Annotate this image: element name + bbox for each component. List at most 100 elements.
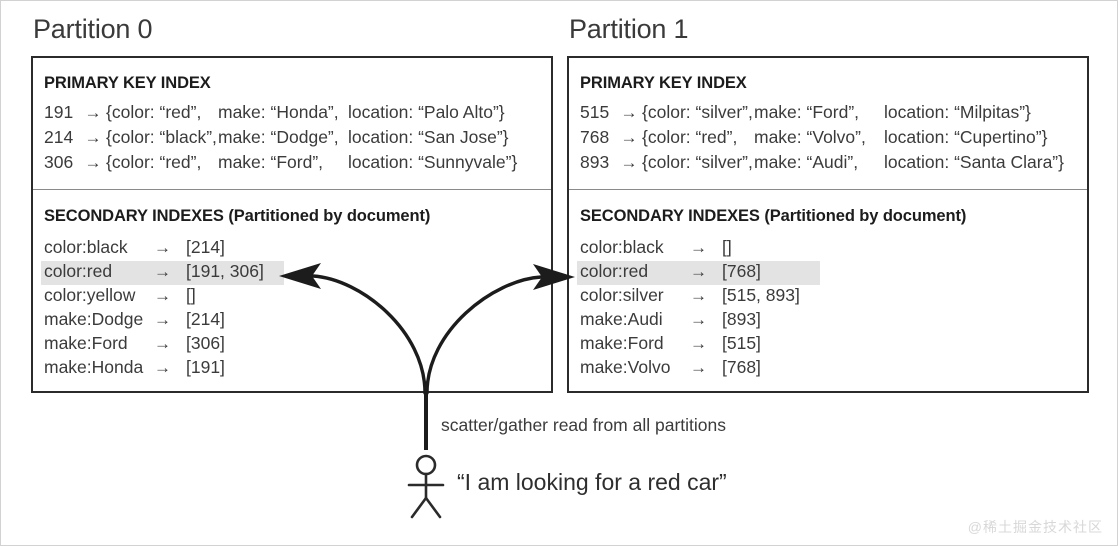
pk-open-brace: {color: (106, 102, 155, 122)
pk-location-value: “Palo Alto”} (418, 102, 505, 122)
pk-make-label: make: (218, 127, 266, 147)
pk-location-value: “Sunnyvale”} (418, 152, 518, 172)
si-values: [] (186, 285, 196, 305)
secondary-index-row: color:black → [214] (41, 237, 284, 261)
pk-id: 893 (580, 152, 610, 172)
pk-color-value: “red”, (159, 152, 202, 172)
pk-open-brace: {color: (106, 152, 155, 172)
section-divider (569, 189, 1087, 190)
arrow-icon: → (620, 153, 638, 172)
primary-key-row: 306 → {color: “red”, make: “Ford”, locat… (44, 152, 517, 177)
si-key: make:Honda (44, 357, 144, 377)
si-values: [214] (186, 309, 225, 329)
secondary-index-row: color:yellow → [] (41, 285, 284, 309)
pk-location-value: “San Jose”} (418, 127, 509, 147)
pk-id: 306 (44, 152, 74, 172)
partition-1-title: Partition 1 (569, 14, 689, 44)
pk-location-label: location: (348, 152, 414, 172)
si-key: color:black (580, 237, 664, 257)
section-divider (33, 189, 551, 190)
primary-key-index-heading: PRIMARY KEY INDEX (44, 74, 211, 92)
arrow-icon: → (154, 310, 171, 329)
si-key: color:red (580, 261, 649, 281)
primary-key-row: 515 → {color: “silver”, make: “Ford”, lo… (580, 102, 1064, 127)
pk-make-value: “Ford”, (270, 152, 324, 172)
si-values: [191] (186, 357, 225, 377)
pk-id: 191 (44, 102, 74, 122)
pk-location-value: “Santa Clara”} (954, 152, 1064, 172)
si-key: color:black (44, 237, 128, 257)
pk-make-label: make: (754, 127, 802, 147)
pk-color-value: “silver”, (695, 152, 753, 172)
user-query-quote: “I am looking for a red car” (457, 469, 727, 495)
secondary-index-row: color:black → [] (577, 237, 820, 261)
si-values: [191, 306] (186, 261, 264, 281)
pk-id: 768 (580, 127, 610, 147)
secondary-index-row: make:Ford → [306] (41, 333, 284, 357)
pk-make-value: “Volvo”, (806, 127, 866, 147)
si-key: make:Volvo (580, 357, 671, 377)
si-values: [] (722, 237, 732, 257)
secondary-index-row: make:Honda → [191] (41, 357, 284, 381)
pk-location-label: location: (348, 127, 414, 147)
arrow-icon: → (154, 358, 171, 377)
si-key: make:Ford (44, 333, 128, 353)
partition-0-box: PRIMARY KEY INDEX 191 → {color: “red”, m… (31, 56, 553, 393)
pk-make-label: make: (218, 152, 266, 172)
pk-color-value: “silver”, (695, 102, 753, 122)
pk-make-label: make: (754, 102, 802, 122)
pk-open-brace: {color: (642, 127, 691, 147)
secondary-index-row: make:Volvo → [768] (577, 357, 820, 381)
si-values: [893] (722, 309, 761, 329)
primary-key-row: 191 → {color: “red”, make: “Honda”, loca… (44, 102, 517, 127)
arrow-icon: → (154, 262, 171, 281)
secondary-indexes-heading: SECONDARY INDEXES (Partitioned by docume… (580, 207, 967, 225)
pk-location-label: location: (884, 127, 950, 147)
watermark: @稀土掘金技术社区 (967, 519, 1103, 535)
partition-0-secondary-index-list: color:black → [214] color:red → [191, 30… (41, 237, 284, 381)
pk-open-brace: {color: (106, 127, 155, 147)
arrow-icon: → (84, 128, 102, 147)
secondary-index-row: color:silver → [515, 893] (577, 285, 820, 309)
si-key: color:red (44, 261, 113, 281)
arrow-icon: → (84, 103, 102, 122)
secondary-index-row: make:Dodge → [214] (41, 309, 284, 333)
secondary-indexes-heading: SECONDARY INDEXES (Partitioned by docume… (44, 207, 431, 225)
partition-0-primary-key-list: 191 → {color: “red”, make: “Honda”, loca… (44, 102, 517, 177)
si-values: [768] (722, 261, 761, 281)
secondary-index-row-highlighted: color:red → [191, 306] (41, 261, 284, 285)
si-values: [214] (186, 237, 225, 257)
primary-key-row: 893 → {color: “silver”, make: “Audi”, lo… (580, 152, 1064, 177)
pk-id: 214 (44, 127, 74, 147)
arrow-icon: → (690, 286, 707, 305)
primary-key-index-heading: PRIMARY KEY INDEX (580, 74, 747, 92)
pk-location-label: location: (884, 102, 950, 122)
pk-location-label: location: (348, 102, 414, 122)
si-values: [515] (722, 333, 761, 353)
partition-1-box: PRIMARY KEY INDEX 515 → {color: “silver”… (567, 56, 1089, 393)
si-key: make:Ford (580, 333, 664, 353)
arrow-icon: → (690, 262, 707, 281)
arrow-icon: → (620, 128, 638, 147)
secondary-index-row: make:Audi → [893] (577, 309, 820, 333)
pk-make-value: “Honda”, (270, 102, 339, 122)
secondary-index-row-highlighted: color:red → [768] (577, 261, 820, 285)
arrow-icon: → (84, 153, 102, 172)
arrow-icon: → (154, 334, 171, 353)
arrow-icon: → (690, 358, 707, 377)
si-values: [768] (722, 357, 761, 377)
partition-1-primary-key-list: 515 → {color: “silver”, make: “Ford”, lo… (580, 102, 1064, 177)
si-key: make:Dodge (44, 309, 144, 329)
si-values: [515, 893] (722, 285, 800, 305)
pk-open-brace: {color: (642, 152, 691, 172)
arrow-icon: → (154, 238, 171, 257)
si-key: color:yellow (44, 285, 136, 305)
pk-location-label: location: (884, 152, 950, 172)
primary-key-row: 768 → {color: “red”, make: “Volvo”, loca… (580, 127, 1064, 152)
primary-key-row: 214 → {color: “black”, make: “Dodge”, lo… (44, 127, 517, 152)
arrow-icon: → (690, 310, 707, 329)
pk-id: 515 (580, 102, 610, 122)
arrow-icon: → (690, 334, 707, 353)
si-key: make:Audi (580, 309, 663, 329)
